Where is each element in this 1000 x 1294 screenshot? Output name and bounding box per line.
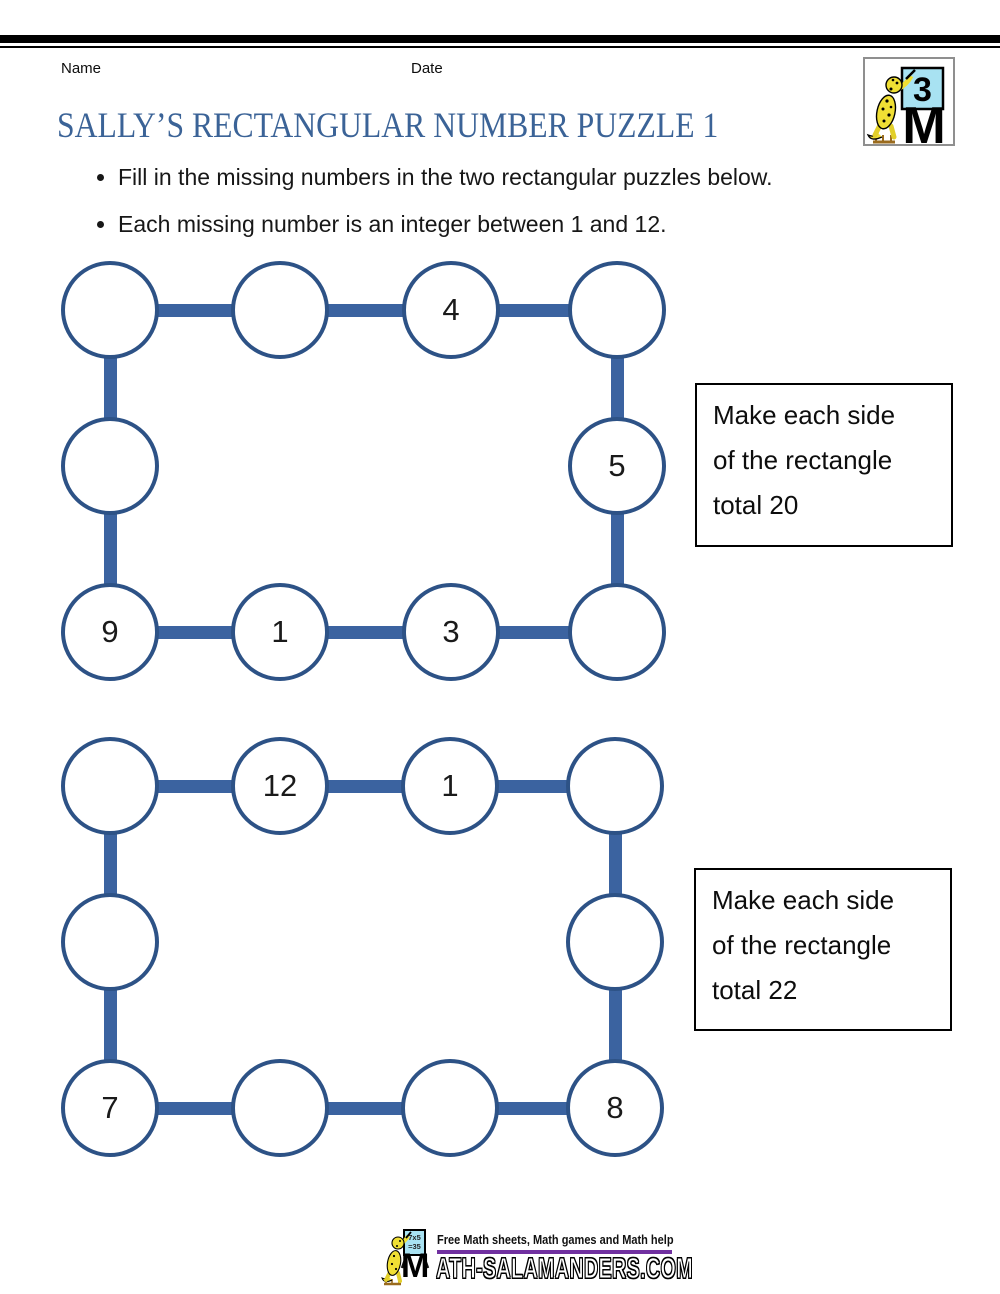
p2-circle-mid-right[interactable]	[566, 893, 664, 991]
p2-connector-top	[110, 780, 615, 793]
p2-circle-bottom-2[interactable]	[231, 1059, 329, 1157]
name-label: Name	[61, 60, 102, 77]
p2-circle-mid-left[interactable]	[61, 893, 159, 991]
note-line: total 20	[713, 490, 799, 520]
circle-value: 5	[608, 448, 626, 483]
p1-connector-top	[110, 304, 617, 317]
grade-badge: 3 M	[863, 57, 955, 155]
circle-value: 7	[101, 1090, 119, 1125]
p1-circle-bottom-1: 9	[61, 583, 159, 681]
p2-circle-top-1[interactable]	[61, 737, 159, 835]
footer-site-name: ATH-SALAMANDERS.COM	[436, 1253, 693, 1285]
instructions-list: Fill in the missing numbers in the two r…	[88, 162, 958, 256]
p1-circle-bottom-3: 3	[402, 583, 500, 681]
header-rule-thick	[0, 35, 1000, 43]
p2-circle-bottom-4: 8	[566, 1059, 664, 1157]
p1-circle-bottom-2: 1	[231, 583, 329, 681]
p2-circle-top-2: 12	[231, 737, 329, 835]
p1-circle-bottom-4[interactable]	[568, 583, 666, 681]
note-line: Make each side	[713, 400, 896, 430]
footer-logo-m: M	[401, 1247, 430, 1285]
p1-circle-top-2[interactable]	[231, 261, 329, 359]
p2-circle-bottom-1: 7	[61, 1059, 159, 1157]
circle-value: 1	[441, 768, 459, 803]
header-rule-thin	[0, 46, 1000, 48]
p1-note-box: Make each side of the rectangle total 20	[695, 383, 953, 547]
salamander-grade-icon: 3 M	[866, 66, 946, 155]
p2-note-box: Make each side of the rectangle total 22	[694, 868, 952, 1031]
circle-value: 12	[262, 768, 298, 803]
badge-number: 3	[913, 71, 932, 109]
badge-letter-m: M	[902, 97, 945, 144]
p1-circle-mid-left[interactable]	[61, 417, 159, 515]
note-line: of the rectangle	[712, 930, 892, 960]
instruction-item: Each missing number is an integer betwee…	[118, 209, 958, 239]
board-text-1: 7x5	[408, 1233, 421, 1242]
p2-connector-bottom	[110, 1102, 615, 1115]
date-label: Date	[411, 60, 443, 77]
salamander-blackboard-icon: 7x5 =35	[381, 1229, 430, 1286]
p1-circle-mid-right: 5	[568, 417, 666, 515]
p1-circle-top-4[interactable]	[568, 261, 666, 359]
footer-purple-rule	[437, 1250, 672, 1254]
p2-circle-bottom-3[interactable]	[401, 1059, 499, 1157]
p1-connector-bottom	[110, 626, 617, 639]
circle-value: 1	[271, 614, 289, 649]
circle-value: 3	[442, 614, 460, 649]
p2-circle-top-3: 1	[401, 737, 499, 835]
circle-value: 8	[606, 1090, 624, 1125]
page-title: SALLY’S RECTANGULAR NUMBER PUZZLE 1	[57, 105, 719, 145]
p1-circle-top-1[interactable]	[61, 261, 159, 359]
footer-tagline: Free Math sheets, Math games and Math he…	[437, 1233, 674, 1247]
note-line: Make each side	[712, 885, 895, 915]
p1-circle-top-3: 4	[402, 261, 500, 359]
circle-value: 4	[442, 292, 460, 327]
note-line: of the rectangle	[713, 445, 893, 475]
p2-circle-top-4[interactable]	[566, 737, 664, 835]
circle-value: 9	[101, 614, 119, 649]
note-line: total 22	[712, 975, 798, 1005]
board-text-2: =35	[408, 1242, 421, 1251]
instruction-item: Fill in the missing numbers in the two r…	[118, 162, 958, 192]
